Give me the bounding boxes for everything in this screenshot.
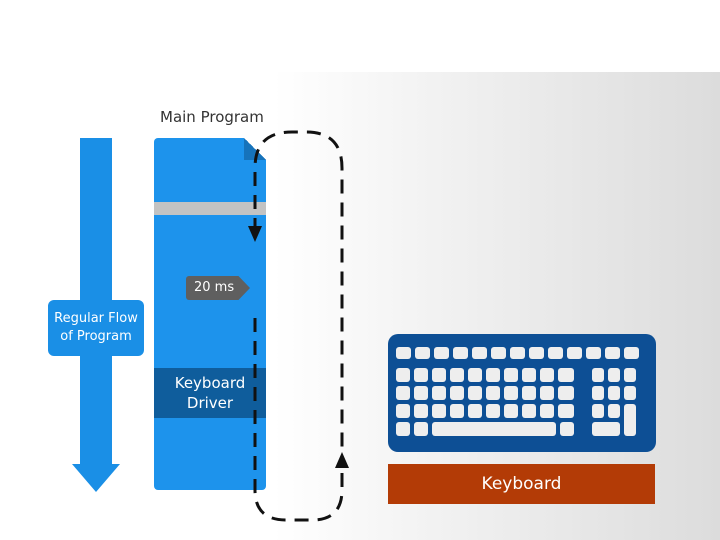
keyboard-key [592, 368, 604, 382]
keyboard-key [522, 386, 536, 400]
keyboard-key [608, 368, 620, 382]
flow-label-line2: of Program [60, 329, 132, 344]
keyboard-key [558, 368, 574, 382]
keyboard-key [450, 368, 464, 382]
keyboard-key [522, 368, 536, 382]
main-program-bar [154, 138, 266, 490]
driver-label-line1: Keyboard [174, 374, 246, 392]
delay-tag: 20 ms [186, 276, 250, 300]
keyboard-key [468, 404, 482, 418]
keyboard-key [560, 422, 574, 436]
keyboard-key [396, 386, 410, 400]
keyboard-key [468, 368, 482, 382]
flow-label-box: Regular Flow of Program [48, 300, 144, 356]
keyboard-key [486, 386, 500, 400]
flow-label-line1: Regular Flow [54, 311, 138, 326]
keyboard-key [414, 386, 428, 400]
keyboard-driver-box: Keyboard Driver [154, 368, 266, 418]
keyboard-key [558, 386, 574, 400]
keyboard-key [558, 404, 574, 418]
keyboard-key [472, 347, 487, 359]
keyboard-key [486, 404, 500, 418]
keyboard-key [486, 368, 500, 382]
keyboard-key [504, 386, 518, 400]
keyboard-key [414, 404, 428, 418]
keyboard-key [624, 347, 639, 359]
keyboard-key [529, 347, 544, 359]
keyboard-key [432, 404, 446, 418]
keyboard-key [432, 422, 556, 436]
keyboard-key [567, 347, 582, 359]
keyboard-key [548, 347, 563, 359]
page-fold-corner [244, 138, 266, 160]
main-program-title: Main Program [160, 108, 264, 126]
keyboard-key [432, 386, 446, 400]
interrupt-marker [154, 202, 266, 215]
keyboard-key [450, 404, 464, 418]
keyboard-key [432, 368, 446, 382]
keyboard-key [624, 368, 636, 382]
keyboard-key [608, 386, 620, 400]
keyboard-key [491, 347, 506, 359]
keyboard-key [453, 347, 468, 359]
keyboard-key [434, 347, 449, 359]
keyboard-key [540, 386, 554, 400]
keyboard-key [608, 404, 620, 418]
keyboard-key [586, 347, 601, 359]
keyboard-label: Keyboard [388, 464, 655, 504]
keyboard-key [624, 404, 636, 436]
keyboard-key [624, 386, 636, 400]
keyboard-key [605, 347, 620, 359]
keyboard-key [592, 422, 620, 436]
keyboard-key [415, 347, 430, 359]
keyboard-key [396, 368, 410, 382]
keyboard-key [396, 347, 411, 359]
keyboard-key [396, 404, 410, 418]
keyboard-key [414, 422, 428, 436]
keyboard-key [540, 368, 554, 382]
driver-label-line2: Driver [186, 394, 234, 412]
keyboard-key [504, 368, 518, 382]
keyboard-key [592, 386, 604, 400]
keyboard-key [468, 386, 482, 400]
keyboard-key [414, 368, 428, 382]
keyboard-key [510, 347, 525, 359]
keyboard-key [450, 386, 464, 400]
keyboard-key [504, 404, 518, 418]
keyboard-key [522, 404, 536, 418]
keyboard-key [592, 404, 604, 418]
keyboard-key [396, 422, 410, 436]
keyboard-key [540, 404, 554, 418]
keyboard-icon [388, 334, 656, 452]
